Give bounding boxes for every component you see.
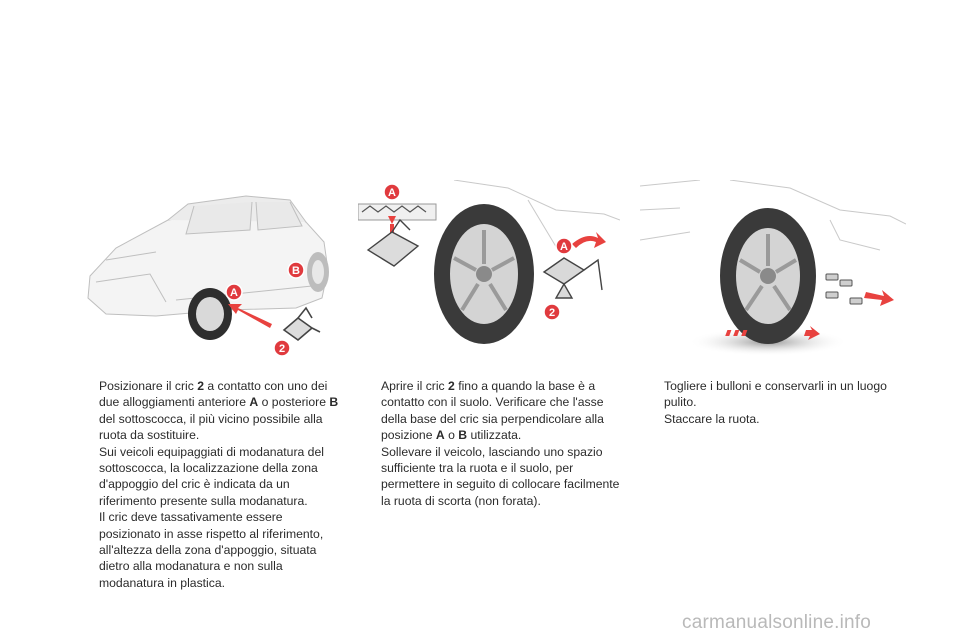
instruction-raise-vehicle: Sollevare il veicolo, lasciando uno spaz… <box>362 444 624 510</box>
instructions-column-3: Togliere i bulloni e conservarli in un l… <box>645 378 907 427</box>
text-segment: a contatto con uno dei due alloggiamenti… <box>99 379 328 410</box>
badge-a-side: A <box>555 237 573 255</box>
ref-2: 2 <box>448 379 455 393</box>
instruction-position-jack: Posizionare il cric 2 a contatto con uno… <box>80 378 342 591</box>
arrow-remove-bolts <box>864 290 894 306</box>
text-segment: utilizzata. <box>467 428 522 443</box>
text-segment: Togliere i bulloni e conservarli in un l… <box>664 379 887 410</box>
car-jack-points-illustration: A B 2 <box>87 195 329 357</box>
watermark: carmanualsonline.info <box>682 612 872 633</box>
jack-placement-illustration: A A 2 <box>358 180 620 344</box>
ref-b: B <box>329 395 339 410</box>
ref-2: 2 <box>197 379 204 393</box>
arrow-up-to-sill <box>388 216 396 236</box>
badge-2: 2 <box>543 303 561 321</box>
ref-a: A <box>435 428 445 443</box>
badge-a: A <box>225 283 243 301</box>
svg-text:2: 2 <box>279 343 285 355</box>
instruction-open-jack: Aprire il cric 2 fino a quando la base è… <box>362 378 624 444</box>
svg-text:B: B <box>292 265 300 277</box>
svg-text:A: A <box>388 187 396 199</box>
text-segment: fino a quando la base è a contatto con i… <box>381 379 604 443</box>
svg-text:2: 2 <box>549 307 555 319</box>
badge-b: B <box>287 261 305 279</box>
text-segment: Sollevare il veicolo, lasciando uno spaz… <box>381 444 620 508</box>
jack-icon <box>282 306 321 342</box>
instructions-column-2: Aprire il cric 2 fino a quando la base è… <box>362 378 624 509</box>
svg-text:A: A <box>230 287 238 299</box>
instructions-column-1: Posizionare il cric 2 a contatto con uno… <box>80 378 342 591</box>
text-segment: o <box>444 428 459 443</box>
text-segment: Aprire il cric <box>381 379 449 393</box>
sill-close-up <box>358 203 437 221</box>
rotate-arrow <box>572 232 606 248</box>
bolts-icon <box>825 273 863 305</box>
remove-wheel-illustration <box>640 180 906 356</box>
instruction-remove-wheel: Staccare la ruota. <box>645 411 907 427</box>
text-segment: Posizionare il cric <box>99 379 198 393</box>
jack-under-car-icon <box>542 257 603 299</box>
arrow-to-jack-point-a <box>228 304 272 328</box>
note-jack-axis: Il cric deve tassativamente essere posiz… <box>99 510 324 590</box>
instruction-remove-bolts: Togliere i bulloni e conservarli in un l… <box>645 378 907 411</box>
arrow-remove-wheel <box>725 326 820 340</box>
text-segment: del sottoscocca, il più vicino possibile… <box>99 411 323 443</box>
jack-icon <box>366 218 420 267</box>
ref-a: A <box>249 395 259 410</box>
text-segment: o posteriore <box>258 395 330 410</box>
note-molding: Sui veicoli equipaggiati di modanatura d… <box>99 444 324 508</box>
ref-b: B <box>458 428 468 443</box>
svg-text:A: A <box>560 241 568 253</box>
badge-2: 2 <box>273 339 291 357</box>
badge-a-top: A <box>383 183 401 201</box>
text-segment: Staccare la ruota. <box>664 411 760 426</box>
